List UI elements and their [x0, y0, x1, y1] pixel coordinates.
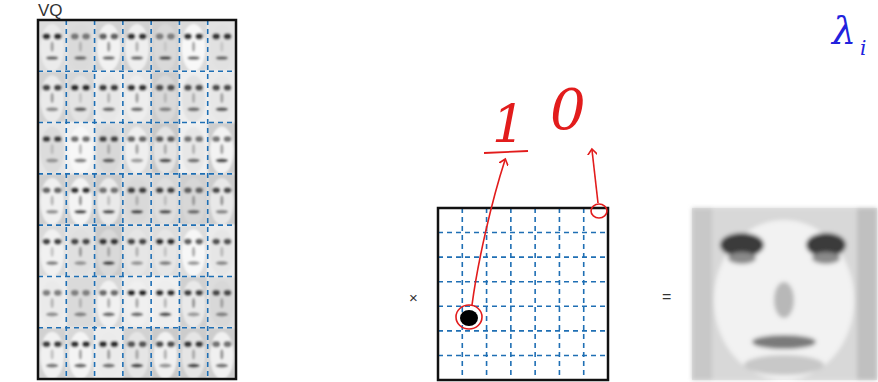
- basis-face: [95, 123, 123, 174]
- basis-face: [151, 174, 179, 225]
- basis-face: [95, 174, 123, 225]
- basis-face: [95, 20, 123, 71]
- basis-face: [38, 71, 66, 122]
- grid-divider: [438, 232, 608, 234]
- basis-face: [95, 328, 123, 379]
- red-arrow: [592, 150, 598, 203]
- grid-divider: [65, 20, 67, 379]
- grid-divider: [438, 281, 608, 283]
- basis-face: [151, 276, 179, 327]
- grid-divider: [94, 20, 96, 379]
- red-underline: [484, 151, 528, 153]
- basis-face: [66, 174, 94, 225]
- red-circle: [591, 204, 607, 218]
- grid-divider: [150, 20, 152, 379]
- basis-face: [38, 20, 66, 71]
- basis-face: [179, 174, 207, 225]
- basis-face: [208, 123, 236, 174]
- basis-face: [208, 328, 236, 379]
- lambda-symbol: λ: [832, 12, 856, 50]
- grid-divider: [438, 330, 608, 332]
- red-arrow: [472, 160, 505, 305]
- grid-divider: [179, 20, 181, 379]
- grid-divider: [438, 256, 608, 258]
- basis-face: [66, 71, 94, 122]
- panel-title: VQ: [38, 2, 63, 19]
- basis-face: [179, 20, 207, 71]
- basis-face: [151, 71, 179, 122]
- grid-divider: [583, 208, 585, 380]
- basis-face: [66, 328, 94, 379]
- grid-divider: [510, 208, 512, 380]
- basis-face: [38, 276, 66, 327]
- basis-face: [151, 20, 179, 71]
- coefficient-border: [438, 208, 608, 380]
- basis-face: [208, 71, 236, 122]
- basis-face: [179, 123, 207, 174]
- grid-divider: [486, 208, 488, 380]
- basis-face: [38, 328, 66, 379]
- basis-face-grid: [38, 20, 236, 379]
- grid-divider: [38, 122, 236, 124]
- basis-face: [66, 276, 94, 327]
- basis-face: [179, 225, 207, 276]
- basis-face: [95, 276, 123, 327]
- lambda-subscript: i: [860, 38, 866, 58]
- grid-divider: [438, 355, 608, 357]
- grid-divider: [38, 70, 236, 72]
- grid-divider: [38, 173, 236, 175]
- grid-divider: [122, 20, 124, 379]
- basis-face: [95, 225, 123, 276]
- handwritten-one: 1: [492, 98, 525, 150]
- basis-face: [66, 123, 94, 174]
- basis-face: [38, 174, 66, 225]
- basis-face: [179, 276, 207, 327]
- basis-face: [179, 71, 207, 122]
- grid-divider: [461, 208, 463, 380]
- equals-sign: =: [662, 289, 671, 305]
- grid-divider: [38, 276, 236, 278]
- basis-face: [123, 174, 151, 225]
- basis-face: [66, 20, 94, 71]
- basis-face: [151, 225, 179, 276]
- basis-face: [208, 20, 236, 71]
- handwritten-zero: 0: [550, 82, 586, 138]
- basis-face: [38, 225, 66, 276]
- grid-divider: [38, 327, 236, 329]
- basis-face: [66, 225, 94, 276]
- basis-face: [151, 123, 179, 174]
- basis-face: [38, 123, 66, 174]
- grid-divider: [534, 208, 536, 380]
- basis-face: [123, 71, 151, 122]
- basis-face: [123, 20, 151, 71]
- basis-face: [151, 328, 179, 379]
- basis-face: [123, 276, 151, 327]
- basis-face: [179, 328, 207, 379]
- grid-divider: [207, 20, 209, 379]
- basis-face: [123, 123, 151, 174]
- basis-face: [123, 225, 151, 276]
- red-circle: [456, 305, 482, 329]
- multiply-sign: ×: [409, 290, 418, 305]
- active-coefficient: [460, 310, 478, 326]
- grid-divider: [38, 224, 236, 226]
- basis-face: [208, 276, 236, 327]
- basis-face: [208, 174, 236, 225]
- basis-face: [95, 71, 123, 122]
- reconstructed-face: [692, 208, 877, 380]
- coefficient-grid: [438, 208, 608, 380]
- grid-border: [38, 20, 236, 379]
- basis-face: [208, 225, 236, 276]
- basis-face: [123, 328, 151, 379]
- grid-divider: [559, 208, 561, 380]
